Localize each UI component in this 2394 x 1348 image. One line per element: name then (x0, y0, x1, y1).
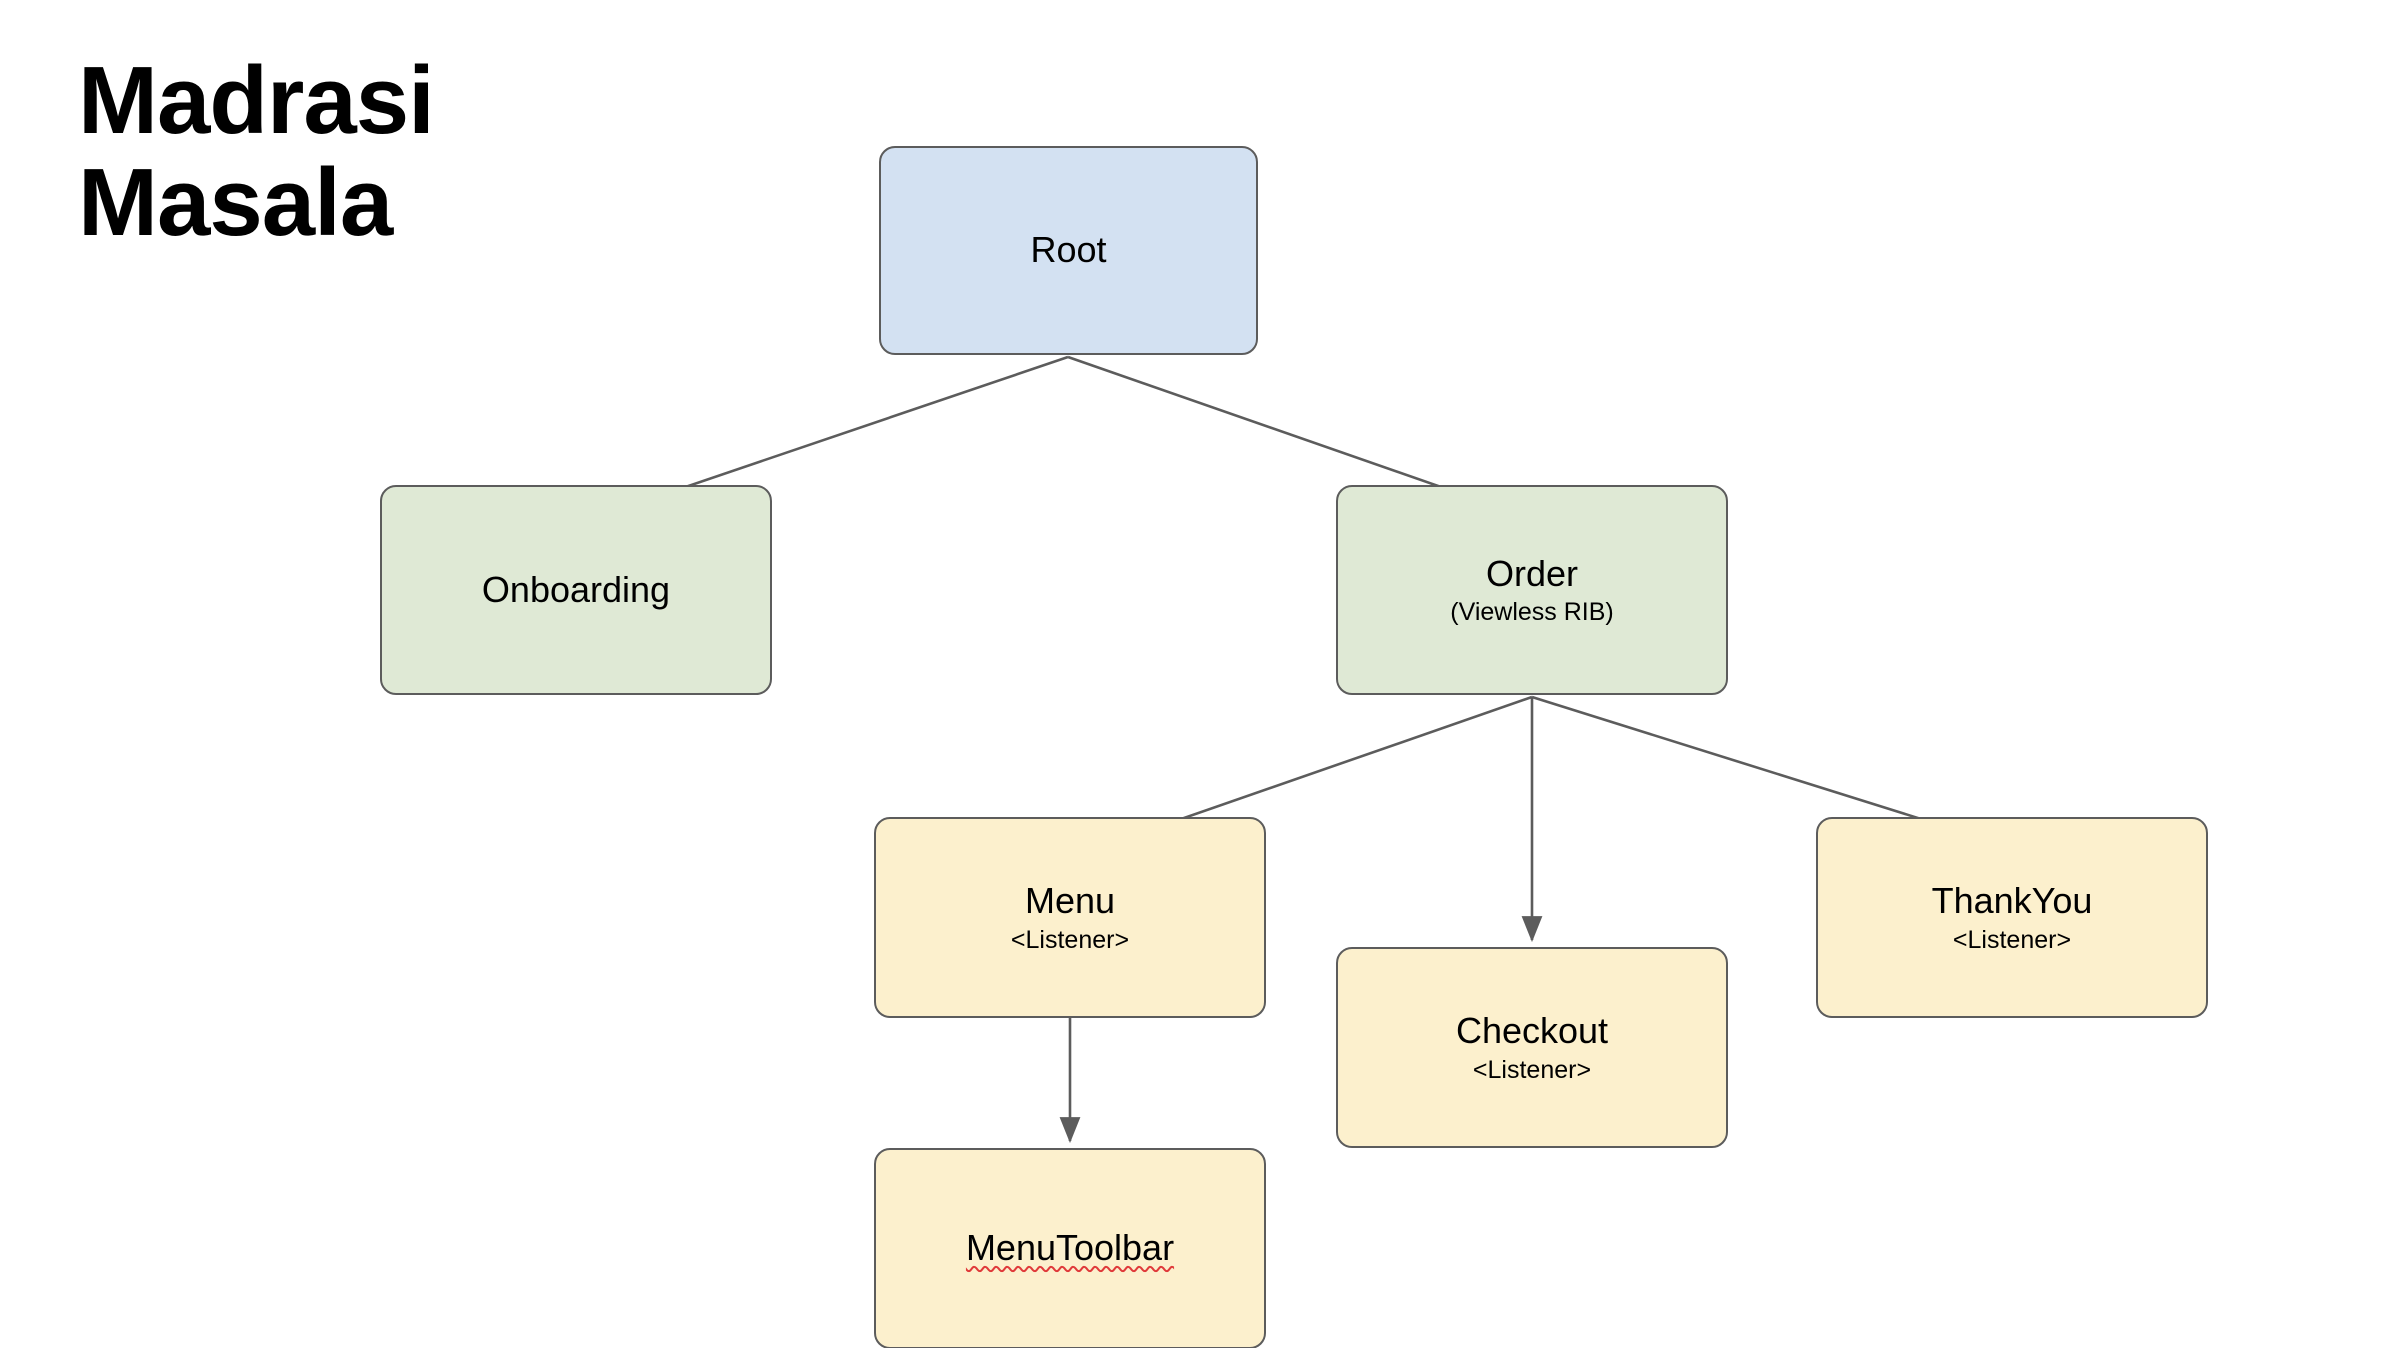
node-checkout-subtitle: <Listener> (1472, 1055, 1592, 1084)
node-menu-subtitle: <Listener> (1010, 925, 1130, 954)
node-thankyou-label: ThankYou (1931, 880, 2093, 922)
node-thankyou[interactable]: ThankYou <Listener> (1816, 817, 2208, 1018)
node-menu-label: Menu (1024, 880, 1116, 922)
node-order[interactable]: Order (Viewless RIB) (1336, 485, 1728, 695)
edges-group (592, 355, 2022, 1144)
node-onboarding-label: Onboarding (481, 568, 671, 610)
node-order-label: Order (1485, 552, 1579, 594)
spellcheck-underline: MenuToolbar (965, 1227, 1175, 1269)
node-onboarding[interactable]: Onboarding (380, 485, 772, 695)
node-root-label: Root (1030, 229, 1107, 271)
node-menutoolbar-label: MenuToolbar (966, 1227, 1174, 1269)
node-thankyou-subtitle: <Listener> (1952, 925, 2072, 954)
node-menu[interactable]: Menu <Listener> (874, 817, 1266, 1018)
page-title: Madrasi Masala (78, 47, 435, 256)
node-checkout[interactable]: Checkout <Listener> (1336, 947, 1728, 1148)
node-checkout-label: Checkout (1455, 1010, 1609, 1052)
node-root[interactable]: Root (879, 146, 1258, 355)
node-menutoolbar[interactable]: MenuToolbar (874, 1148, 1266, 1348)
node-order-subtitle: (Viewless RIB) (1450, 598, 1614, 627)
